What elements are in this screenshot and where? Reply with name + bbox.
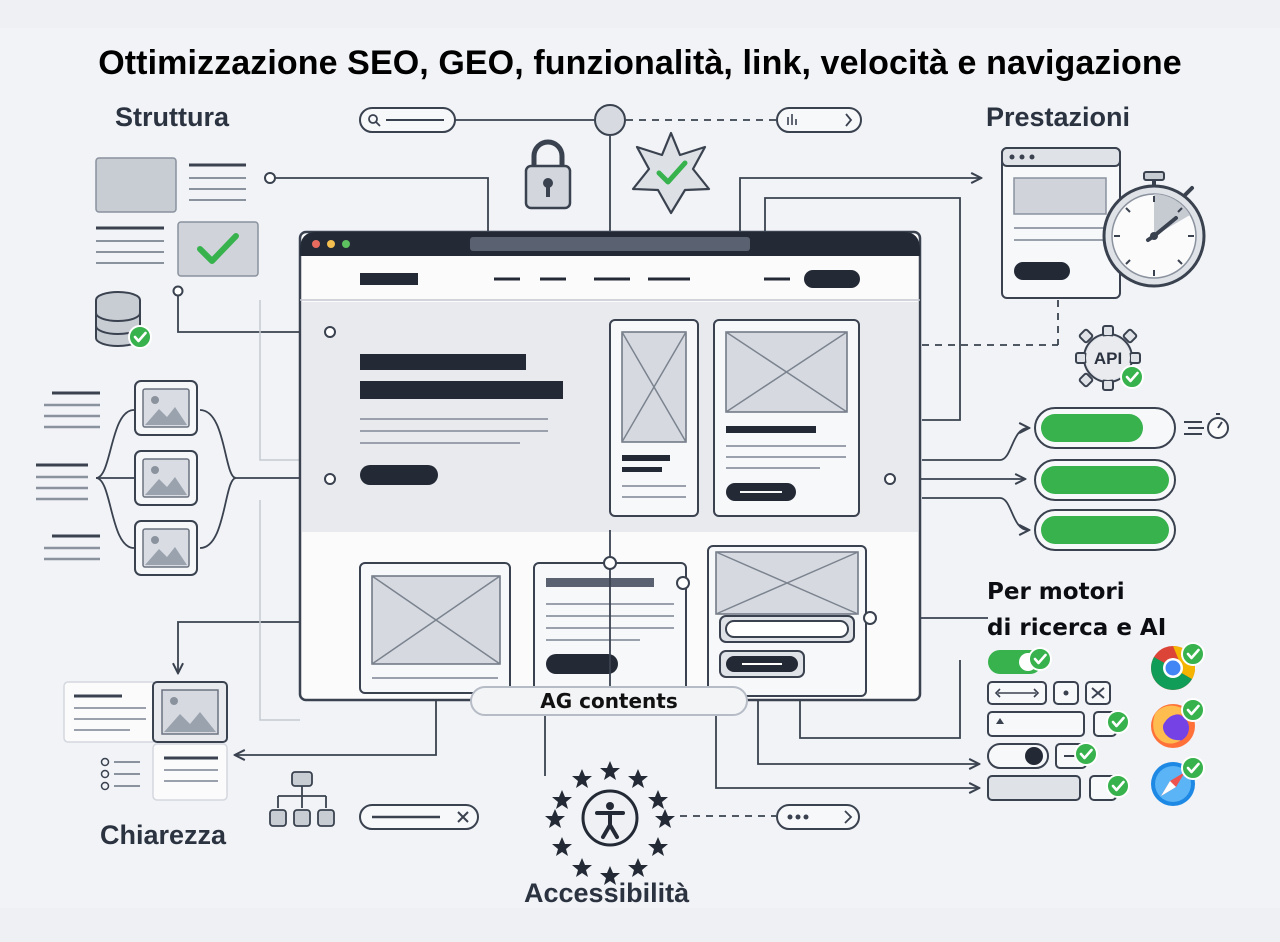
struttura-widgets <box>95 157 276 297</box>
accessibility-icon <box>545 761 675 885</box>
section-accessibilita: Accessibilità <box>524 878 690 908</box>
clear-search-bar <box>359 804 479 830</box>
dots-bar <box>776 804 860 830</box>
firefox-icon <box>1151 697 1206 748</box>
search-bar <box>359 107 456 133</box>
lock-icon <box>524 139 572 210</box>
search-icon <box>368 114 378 124</box>
chrome-icon <box>1151 641 1206 690</box>
star-check-icon <box>631 131 711 215</box>
safari-icon <box>1151 755 1206 806</box>
hub-node <box>594 104 626 136</box>
browser-window <box>298 230 922 702</box>
speed-timer-icon <box>1184 413 1229 439</box>
text-lines-left <box>36 391 100 561</box>
image-icon <box>134 380 198 436</box>
page-title: Ottimizzazione SEO, GEO, funzionalità, l… <box>98 44 1182 82</box>
section-prestazioni: Prestazioni <box>986 102 1131 132</box>
clarity-cards <box>63 681 228 801</box>
range-bar <box>776 107 862 133</box>
image-icon <box>134 450 198 506</box>
center-label: AG contents <box>470 686 748 716</box>
database-icon <box>95 291 153 350</box>
performance-window <box>1001 147 1121 299</box>
section-chiarezza: Chiarezza <box>100 820 227 850</box>
api-gear-icon: API <box>1075 325 1145 391</box>
section-struttura: Struttura <box>115 102 229 132</box>
ui-controls <box>987 646 1131 801</box>
label-motori: Per motori di ricerca e AI <box>987 574 1166 646</box>
label-motori-line1: Per motori <box>987 579 1125 605</box>
progress-bars <box>1034 407 1176 551</box>
label-motori-line2: di ricerca e AI <box>987 615 1167 641</box>
image-icon <box>134 520 198 576</box>
sitemap-icon <box>269 771 335 827</box>
api-label: API <box>1094 349 1122 368</box>
stopwatch-icon <box>1102 171 1206 288</box>
